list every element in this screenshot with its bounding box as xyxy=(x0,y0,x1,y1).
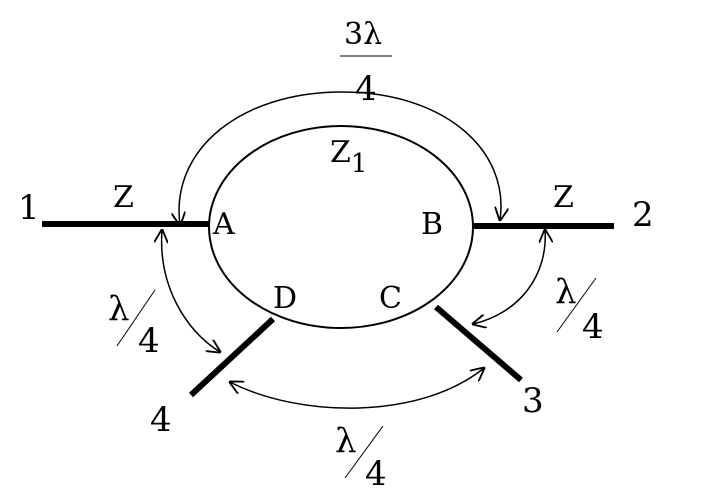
right-length-arrow xyxy=(473,230,545,324)
top-length-arrow xyxy=(179,91,501,225)
port-1-label: 1 xyxy=(18,188,40,228)
bottom-length-numerator: λ xyxy=(335,421,357,461)
port-4-label: 4 xyxy=(150,400,172,440)
line-impedance-right: Z xyxy=(553,180,574,215)
top-length-denominator: 4 xyxy=(355,69,377,109)
right-length-denominator: 4 xyxy=(582,307,604,347)
bottom-length-bar xyxy=(344,425,384,479)
right-length-numerator: λ xyxy=(555,272,577,312)
port-4-line xyxy=(188,316,276,398)
node-b-label: B xyxy=(421,207,443,242)
right-length-bar xyxy=(556,277,597,333)
left-length-arrow xyxy=(162,230,220,352)
left-length-numerator: λ xyxy=(108,289,130,329)
bottom-length-denominator: 4 xyxy=(365,454,387,494)
node-c-label: C xyxy=(379,281,402,316)
node-d-label: D xyxy=(273,281,297,316)
port-2-label: 2 xyxy=(632,195,654,235)
left-length-denominator: 4 xyxy=(138,321,160,361)
port-3-label: 3 xyxy=(522,381,544,421)
port-3-line xyxy=(434,304,523,383)
top-length-numerator: 3λ xyxy=(344,17,382,52)
line-impedance-left: Z xyxy=(113,180,134,215)
ring-impedance: Z1 xyxy=(330,135,367,179)
node-a-label: A xyxy=(212,207,235,242)
left-length-bar xyxy=(116,289,156,347)
bottom-length-arrow xyxy=(230,368,484,409)
